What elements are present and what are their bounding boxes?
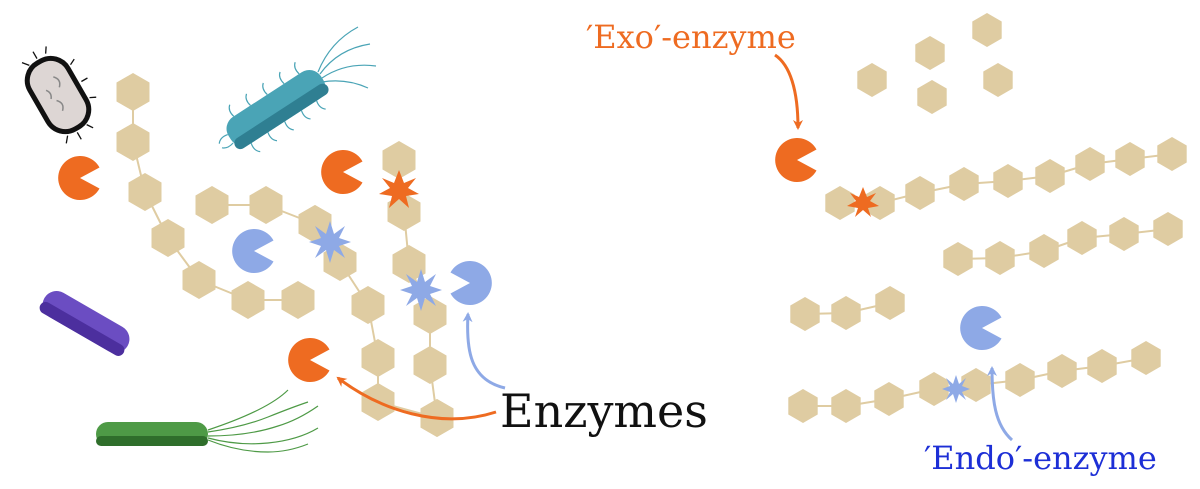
sugar-hexagon-icon	[1131, 341, 1161, 375]
sugar-hexagon-icon	[1035, 159, 1065, 193]
sugar-hexagon-icon	[993, 164, 1023, 198]
sugar-hexagon-icon	[1029, 234, 1059, 268]
sugar-hexagon-icon	[413, 346, 447, 384]
sugar-hexagon-icon	[972, 13, 1002, 47]
sugar-hexagon-icon	[1075, 147, 1105, 181]
sugar-hexagon-icon	[943, 242, 973, 276]
enzymes-arrow-orange	[336, 376, 497, 421]
sugar-hexagon-icon	[905, 176, 935, 210]
sugar-hexagon-icon	[1087, 349, 1117, 383]
sugar-hexagon-icon	[983, 63, 1013, 97]
sugar-hexagon-icon	[961, 368, 991, 402]
sugar-hexagon-icon	[361, 339, 395, 377]
sugar-hexagon-icon	[1109, 217, 1139, 251]
sugar-hexagon-icon	[825, 186, 855, 220]
sugar-units	[116, 13, 1187, 437]
sugar-hexagon-icon	[128, 173, 162, 211]
exo-enzyme-arrow	[774, 53, 803, 130]
endo-enzyme-pacman-icon	[232, 229, 274, 273]
endo-enzyme-arrow	[987, 366, 1014, 442]
sugar-hexagon-icon	[392, 245, 426, 283]
enzymes-label: Enzymes	[500, 384, 708, 438]
sugar-hexagon-icon	[231, 281, 265, 319]
sugar-hexagon-icon	[387, 193, 421, 231]
exo-enzyme-pacman-icon	[321, 150, 363, 194]
endo-cleavage-star-icon	[942, 375, 970, 403]
sugar-hexagon-icon	[116, 123, 150, 161]
sugar-hexagon-icon	[281, 281, 315, 319]
sugar-hexagon-icon	[831, 389, 861, 423]
enzymes-arrow-blue	[462, 312, 506, 390]
sugar-hexagon-icon	[874, 382, 904, 416]
endo-enzyme-label: ′Endo′-enzyme	[924, 439, 1157, 477]
sugar-hexagon-icon	[1153, 212, 1183, 246]
sugar-hexagon-icon	[857, 63, 887, 97]
endo-cleavage-star-icon	[400, 269, 442, 311]
sugar-hexagon-icon	[917, 80, 947, 114]
sugar-hexagon-icon	[919, 372, 949, 406]
sugar-hexagon-icon	[351, 286, 385, 324]
sugar-hexagon-icon	[790, 297, 820, 331]
green-bacterium-icon	[96, 389, 319, 453]
exo-cleavage-star-icon	[847, 187, 879, 217]
sugar-hexagon-icon	[949, 167, 979, 201]
teal-bacterium-icon	[218, 26, 377, 153]
purple-bacterium-icon	[39, 291, 130, 356]
endo-enzyme-pacman-icon	[960, 306, 1002, 351]
sugar-hexagon-icon	[831, 296, 861, 330]
sugar-hexagon-icon	[116, 73, 150, 111]
sugar-hexagon-icon	[151, 219, 185, 257]
exo-enzyme-pacman-icon	[288, 338, 330, 382]
sugar-hexagon-icon	[875, 286, 905, 320]
endo-cleavage-star-icon	[309, 221, 351, 263]
sugar-hexagon-icon	[985, 241, 1015, 275]
endo-enzyme-pacman-icon	[450, 261, 492, 305]
exo-enzyme-pacman-icon	[775, 138, 817, 183]
sugar-hexagon-icon	[1067, 221, 1097, 255]
sugar-hexagon-icon	[1005, 363, 1035, 397]
exo-cleavage-star-icon	[379, 170, 419, 208]
sugar-hexagon-icon	[382, 141, 416, 179]
exo-enzyme-label: ′Exo′-enzyme	[586, 18, 796, 56]
sugar-hexagon-icon	[195, 186, 229, 224]
sugar-hexagon-icon	[788, 389, 818, 423]
sugar-hexagon-icon	[915, 36, 945, 70]
gray-bacterium-icon	[21, 46, 97, 144]
sugar-hexagon-icon	[249, 186, 283, 224]
exo-enzyme-pacman-icon	[58, 156, 100, 200]
sugar-hexagon-icon	[1157, 137, 1187, 171]
sugar-hexagon-icon	[1047, 354, 1077, 388]
sugar-hexagon-icon	[1115, 142, 1145, 176]
sugar-hexagon-icon	[182, 261, 216, 299]
